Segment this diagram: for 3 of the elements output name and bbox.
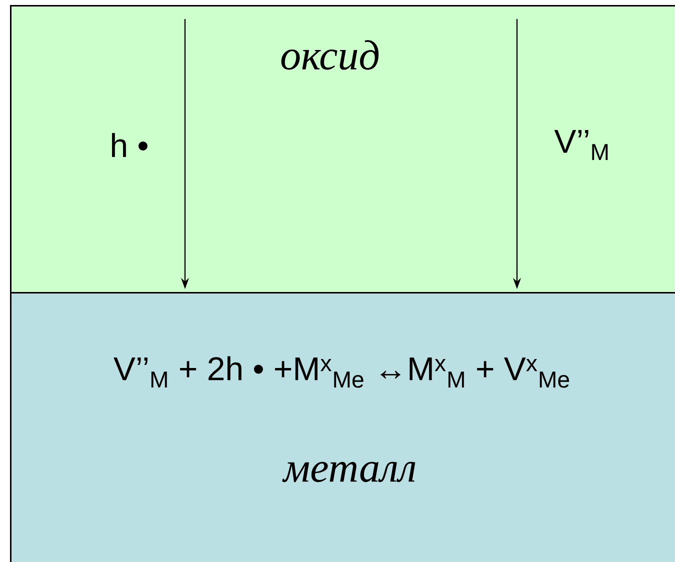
- metal-layer: V’’$_{M}$ + 2h • +M$^{x}$$_{Me}$ ↔M$^{x}$$_{M}$ + V$^{x}$Me металл: [10, 292, 675, 562]
- edge-label: h •: [112, 133, 148, 157]
- edge-label: V’’$_{M}$: [554, 130, 608, 160]
